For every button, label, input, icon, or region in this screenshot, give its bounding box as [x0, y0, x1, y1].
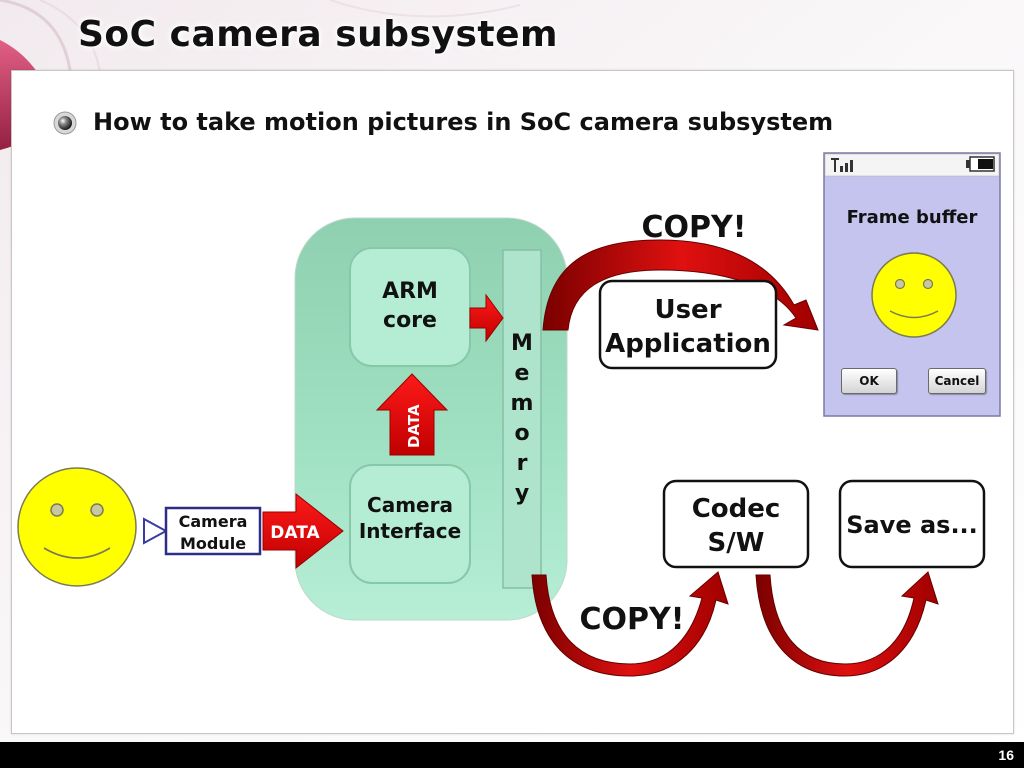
- memory-letter-o: o: [514, 421, 529, 446]
- arm-core-label-2: core: [383, 308, 437, 333]
- slide-title: SoC camera subsystem: [78, 14, 559, 55]
- memory-box: [502, 249, 542, 589]
- data-right-arrow: [262, 492, 344, 570]
- page-number: 16: [998, 747, 1014, 763]
- phone-cancel-button[interactable]: Cancel: [928, 368, 986, 394]
- camera-interface-label-1: Camera: [367, 493, 453, 517]
- save-as-label: Save as...: [846, 511, 978, 539]
- phone-smiley-icon: [871, 252, 957, 338]
- copy-to-codec-arrow: [531, 571, 729, 677]
- codec-label-2: S/W: [708, 528, 765, 558]
- triangle-lens-icon: [143, 517, 169, 545]
- phone-ok-button[interactable]: OK: [841, 368, 897, 394]
- memory-letter-m2: m: [511, 391, 534, 416]
- memory-letter-m: M: [511, 331, 533, 356]
- arm-to-memory-arrow: [469, 293, 504, 343]
- camera-interface-box: [349, 464, 471, 584]
- camera-module-label-2: Module: [180, 534, 246, 553]
- memory-letter-e: e: [515, 361, 530, 386]
- codec-box: [662, 479, 810, 569]
- camera-module-box: [164, 506, 262, 556]
- camera-interface-label-2: Interface: [359, 519, 461, 543]
- memory-letter-y: y: [515, 481, 529, 506]
- bullet-dot-icon: [53, 111, 77, 135]
- data-right-label: DATA: [270, 523, 320, 543]
- frame-buffer-label: Frame buffer: [847, 207, 978, 228]
- battery-icon: [966, 156, 995, 172]
- data-up-arrow: [375, 373, 449, 456]
- copy-bottom-label: COPY!: [580, 602, 685, 637]
- footer-bar: [0, 742, 1024, 768]
- signal-icon: [831, 158, 853, 172]
- user-application-label-2: Application: [605, 329, 771, 359]
- data-up-label: DATA: [405, 404, 423, 448]
- phone-status-bar: [824, 153, 1000, 177]
- codec-label-1: Codec: [692, 494, 781, 524]
- user-application-label-1: User: [654, 295, 721, 325]
- save-as-box: [838, 479, 986, 569]
- bullet-text: How to take motion pictures in SoC camer…: [93, 108, 834, 136]
- user-application-box: [598, 279, 778, 370]
- arm-core-box: [349, 247, 471, 367]
- user-smiley-icon: [17, 467, 137, 587]
- copy-to-phone-arrow: [542, 239, 819, 331]
- camera-module-label-1: Camera: [179, 512, 248, 531]
- memory-letter-r: r: [517, 451, 528, 476]
- copy-top-label: COPY!: [642, 210, 747, 245]
- codec-to-save-arrow: [755, 571, 939, 677]
- arm-core-label-1: ARM: [382, 279, 438, 304]
